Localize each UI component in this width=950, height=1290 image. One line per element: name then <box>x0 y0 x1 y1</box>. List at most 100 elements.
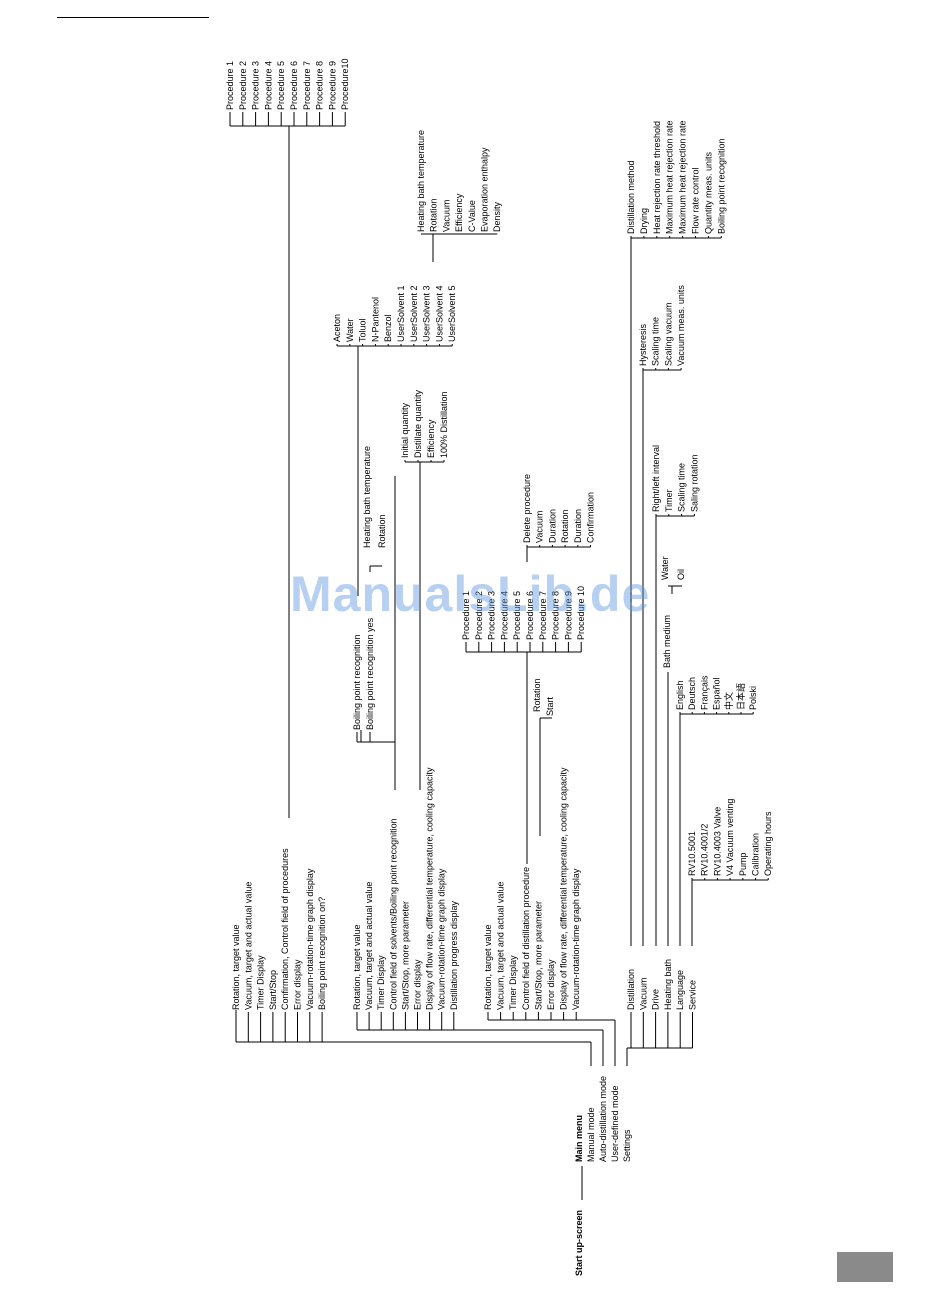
heating-label: Heating bath temperature <box>362 446 372 548</box>
user-label: Timer Display <box>508 955 518 1010</box>
vacuum-setting-label: Scaling time <box>651 317 661 366</box>
boiling-label: Boiling point recognition <box>352 634 362 730</box>
user-procedure-label: Procedure 10 <box>576 586 586 640</box>
vacuum-setting-label: Hysteresis <box>638 323 648 366</box>
solvent-param-label: Density <box>492 201 502 232</box>
manual-label: Timer Display <box>256 955 266 1010</box>
manual-procedure-label: Procedure 5 <box>276 61 286 110</box>
language-option-label: Español <box>712 677 722 710</box>
settings-label: Language <box>675 970 685 1010</box>
startstop-label: Start <box>545 696 555 716</box>
solvent-label: UserSolvent 5 <box>447 285 457 342</box>
boiling-label: Boiling point recognition yes <box>365 617 375 730</box>
solvent-param-label: Heating bath temperature <box>416 130 426 232</box>
settings-label: Vacuum <box>638 978 648 1010</box>
solvent-param-label: Vacuum <box>441 200 451 232</box>
auto-label: Start/Stop, more parameter <box>400 901 410 1010</box>
manual-procedure-label: Procedure 6 <box>289 61 299 110</box>
manual-label: Vacuum, target and actual value <box>243 882 253 1010</box>
progress-label: Distillate quantity <box>413 389 423 458</box>
heating-label: Rotation <box>377 514 387 548</box>
user-procedure-label: Procedure 5 <box>512 591 522 640</box>
user-procedure-label: Procedure 2 <box>474 591 484 640</box>
language-option-label: English <box>675 680 685 710</box>
user-label: Control field of distillation procedure <box>521 867 531 1010</box>
user-procedure-label: Procedure 9 <box>563 591 573 640</box>
mode-item: Settings <box>622 1129 632 1162</box>
manual-label: Boiling point recognition on? <box>317 897 327 1010</box>
user-label: Start/Stop, more parameter <box>533 901 543 1010</box>
service-item-label: Operating hours <box>763 811 773 876</box>
user-label: Vacuum, target and actual value <box>496 882 506 1010</box>
header-rule <box>57 17 209 18</box>
distillation-setting-label: Maximum heat rejection rate <box>665 120 675 234</box>
proc-param-label: Duration <box>573 509 583 543</box>
solvent-label: UserSolvent 1 <box>396 285 406 342</box>
auto-label: Vacuum, target and actual value <box>364 882 374 1010</box>
startstop-label: Rotation <box>532 678 542 712</box>
solvent-label: UserSolvent 3 <box>422 285 432 342</box>
bath-option: Water <box>660 556 670 580</box>
solvent-label: Water <box>345 318 355 342</box>
progress-label: Efficiency <box>426 419 436 458</box>
auto-label: Timer Display <box>376 955 386 1010</box>
solvent-param-label: Evaporation enthalpy <box>480 147 490 232</box>
drive-setting-label: Scaling time <box>677 463 687 512</box>
settings-label: Heating bath <box>663 959 673 1010</box>
user-procedure-label: Procedure 4 <box>499 591 509 640</box>
solvent-param-label: Efficiency <box>454 193 464 232</box>
distillation-setting-label: Heat rejection rate threshold <box>652 121 662 234</box>
proc-param-label: Rotation <box>560 509 570 543</box>
settings-label: Distillation <box>626 969 636 1010</box>
solvent-param-label: Rotation <box>429 198 439 232</box>
service-item-label: Pump <box>738 852 748 876</box>
manual-procedure-label: Procedure10 <box>340 58 350 110</box>
manual-label: Vacuum-rotation-time graph display <box>305 868 315 1010</box>
language-option-label: Français <box>699 675 709 710</box>
mode-item: Auto-distillation mode <box>598 1076 608 1162</box>
distillation-setting-label: Flow rate control <box>691 167 701 234</box>
vacuum-setting-label: Scaling vacuum <box>663 302 673 366</box>
user-procedure-label: Procedure 8 <box>551 591 561 640</box>
drive-setting-label: Timer <box>664 489 674 512</box>
language-option-label: 日本語 <box>735 683 746 710</box>
service-item-label: RV10.4001/2 <box>700 824 710 876</box>
proc-param-label: Confirmation <box>586 492 596 543</box>
solvent-label: Toluol <box>358 318 368 342</box>
user-label: Rotation, target value <box>483 924 493 1010</box>
distillation-setting-label: Distillation method <box>626 160 636 234</box>
page-number-box <box>837 1252 893 1282</box>
manual-procedure-label: Procedure 3 <box>251 61 261 110</box>
user-procedure-label: Procedure 7 <box>538 591 548 640</box>
solvent-label: N-Pantenol <box>370 297 380 342</box>
auto-label: Rotation, target value <box>352 924 362 1010</box>
mode-item: User-defined mode <box>610 1085 620 1162</box>
progress-label: Initial quantity <box>400 402 410 458</box>
mode-item: Manual mode <box>586 1107 596 1162</box>
distillation-setting-label: Drying <box>639 208 649 234</box>
manual-label: Confirmation, Control field of procedure… <box>280 848 290 1010</box>
bath-medium-label: Bath medium <box>662 615 672 668</box>
manual-label: Rotation, target value <box>231 924 241 1010</box>
auto-label: Display of flow rate, differential tempe… <box>425 767 435 1010</box>
auto-label: Control field of solvents/Boiling point … <box>388 818 398 1010</box>
user-label: Vacuum-rotation-time graph display <box>571 868 581 1010</box>
watermark: ManualsLib.de <box>290 566 651 622</box>
service-item-label: Calibration <box>751 833 761 876</box>
solvent-label: UserSolvent 2 <box>409 285 419 342</box>
distillation-setting-label: Maximum heat rejection rate <box>678 120 688 234</box>
drive-setting-label: Saling rotation <box>689 454 699 512</box>
main-menu-label: Main menu <box>574 1115 584 1162</box>
user-procedure-label: Procedure 6 <box>525 591 535 640</box>
manual-procedure-label: Procedure 1 <box>225 61 235 110</box>
solvent-label: Aceton <box>332 314 342 342</box>
manual-procedure-label: Procedure 9 <box>327 61 337 110</box>
manual-procedure-label: Procedure 8 <box>315 61 325 110</box>
user-procedure-label: Procedure 3 <box>487 591 497 640</box>
distillation-setting-label: Boiling point recognition <box>716 138 726 234</box>
proc-param-label: Vacuum <box>535 511 545 543</box>
proc-param-label: Duration <box>547 509 557 543</box>
manual-label: Error display <box>293 959 303 1010</box>
settings-label: Service <box>688 980 698 1010</box>
